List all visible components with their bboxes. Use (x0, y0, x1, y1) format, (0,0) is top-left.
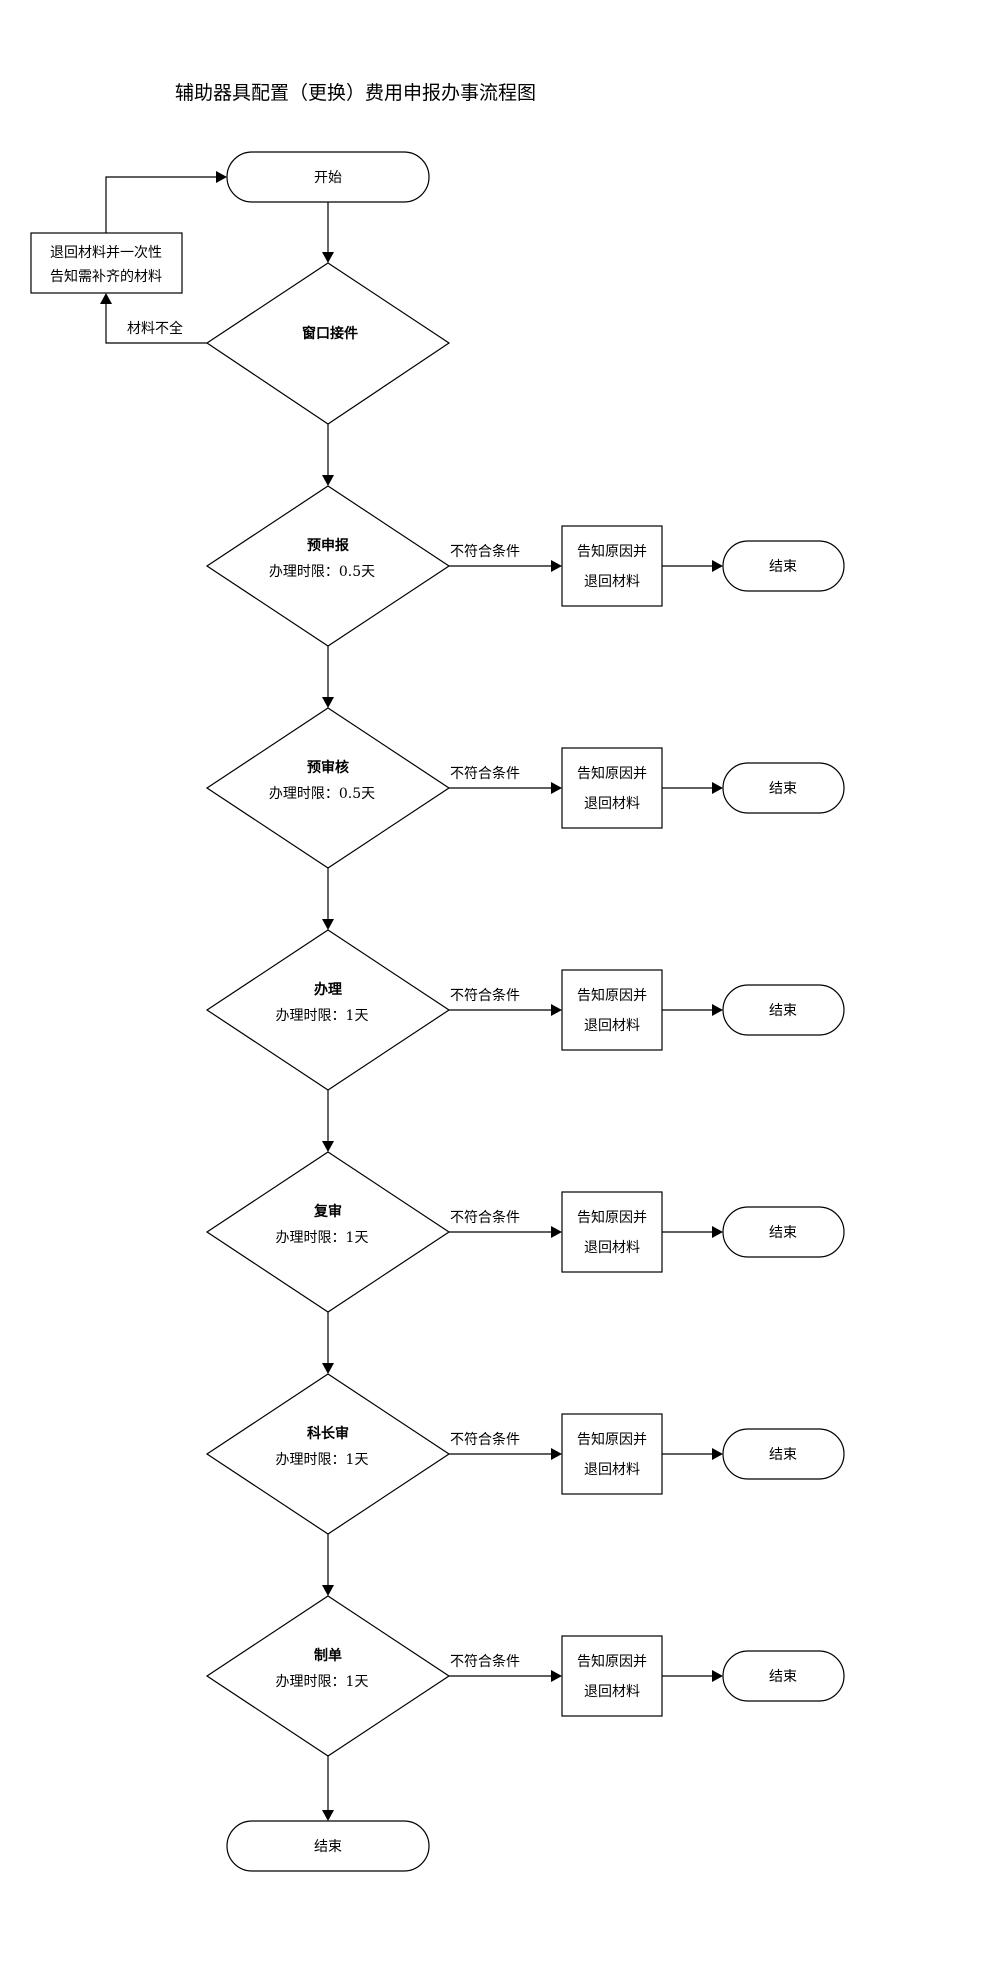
window-decision (205, 262, 451, 425)
reject-box-line1-1: 告知原因并 (577, 543, 647, 560)
arrow-end-4 (712, 1226, 723, 1238)
reject-box-line1-2: 告知原因并 (577, 765, 647, 782)
arrow-down-2 (322, 919, 334, 930)
reject-edge-label-6: 不符合条件 (450, 1653, 520, 1670)
arrow-window-return (100, 293, 112, 304)
arrow-down-5 (322, 1585, 334, 1596)
reject-box-2 (561, 747, 663, 829)
edge-window-return (105, 304, 207, 344)
arrow-down-6 (322, 1810, 334, 1821)
arrow-return-start (216, 171, 227, 183)
final-end-terminal (226, 1820, 430, 1872)
reject-box-3 (561, 969, 663, 1051)
end-label-6: 结束 (769, 1669, 797, 1685)
end-terminal-2 (722, 762, 845, 814)
step-time-5: 办理时限：1天 (276, 1452, 369, 1468)
arrow-reject-2 (551, 782, 562, 794)
reject-box-line2-5: 退回材料 (584, 1462, 640, 1478)
reject-edge-label-2: 不符合条件 (450, 765, 520, 782)
reject-box-line1-3: 告知原因并 (577, 987, 647, 1004)
return-box-line1: 退回材料并一次性 (50, 245, 162, 261)
arrow-down-4 (322, 1363, 334, 1374)
final-end-label: 结束 (314, 1839, 342, 1855)
reject-box-line1-4: 告知原因并 (577, 1209, 647, 1226)
end-terminal-1 (722, 540, 845, 592)
return-box-line2: 告知需补齐的材料 (50, 268, 162, 285)
reject-box-line2-4: 退回材料 (584, 1240, 640, 1256)
step-time-1: 办理时限：0.5天 (269, 564, 375, 580)
arrow-end-1 (712, 560, 723, 572)
end-label-2: 结束 (769, 781, 797, 797)
step-label-3: 办理 (314, 981, 342, 998)
step-time-4: 办理时限：1天 (276, 1230, 369, 1246)
edge-return-start (105, 176, 216, 233)
arrow-start-window (322, 252, 334, 263)
return-materials-box (30, 232, 183, 294)
reject-box-6 (561, 1635, 663, 1717)
end-label-3: 结束 (769, 1003, 797, 1019)
reject-box-line2-2: 退回材料 (584, 796, 640, 812)
end-terminal-5 (722, 1428, 845, 1480)
arrow-down-1 (322, 697, 334, 708)
arrow-reject-5 (551, 1448, 562, 1460)
step-label-1: 预申报 (307, 537, 349, 554)
reject-box-line1-5: 告知原因并 (577, 1431, 647, 1448)
step-time-3: 办理时限：1天 (276, 1008, 369, 1024)
reject-box-line2-6: 退回材料 (584, 1684, 640, 1700)
arrow-end-5 (712, 1448, 723, 1460)
arrow-reject-4 (551, 1226, 562, 1238)
steps-layer: 预申报办理时限：0.5天不符合条件告知原因并退回材料结束预审核办理时限：0.5天… (205, 485, 845, 1821)
arrow-end-2 (712, 782, 723, 794)
end-label-1: 结束 (769, 559, 797, 575)
diagram-title: 辅助器具配置（更换）费用申报办事流程图 (175, 82, 536, 104)
end-terminal-3 (722, 984, 845, 1036)
step-label-6: 制单 (314, 1647, 342, 1664)
reject-box-line1-6: 告知原因并 (577, 1653, 647, 1670)
end-label-4: 结束 (769, 1225, 797, 1241)
step-label-4: 复审 (313, 1203, 342, 1220)
start-label: 开始 (314, 170, 342, 186)
step-label-5: 科长审 (307, 1425, 349, 1442)
reject-box-line2-3: 退回材料 (584, 1018, 640, 1034)
window-label: 窗口接件 (302, 325, 358, 342)
reject-edge-label-5: 不符合条件 (450, 1431, 520, 1448)
arrow-reject-1 (551, 560, 562, 572)
reject-box-5 (561, 1413, 663, 1495)
step-label-2: 预审核 (307, 759, 349, 776)
step-time-2: 办理时限：0.5天 (269, 786, 375, 802)
reject-edge-label-1: 不符合条件 (450, 543, 520, 560)
reject-box-4 (561, 1191, 663, 1273)
reject-box-line2-1: 退回材料 (584, 574, 640, 590)
end-terminal-4 (722, 1206, 845, 1258)
reject-edge-label-4: 不符合条件 (450, 1209, 520, 1226)
arrow-end-3 (712, 1004, 723, 1016)
arrow-reject-3 (551, 1004, 562, 1016)
end-label-5: 结束 (769, 1447, 797, 1463)
arrow-reject-6 (551, 1670, 562, 1682)
reject-edge-label-3: 不符合条件 (450, 987, 520, 1004)
arrow-down-3 (322, 1141, 334, 1152)
edge-label-incomplete: 材料不全 (127, 320, 183, 337)
reject-box-1 (561, 525, 663, 607)
arrow-end-6 (712, 1670, 723, 1682)
arrow-window-step1 (322, 475, 334, 486)
end-terminal-6 (722, 1650, 845, 1702)
step-time-6: 办理时限：1天 (276, 1674, 369, 1690)
